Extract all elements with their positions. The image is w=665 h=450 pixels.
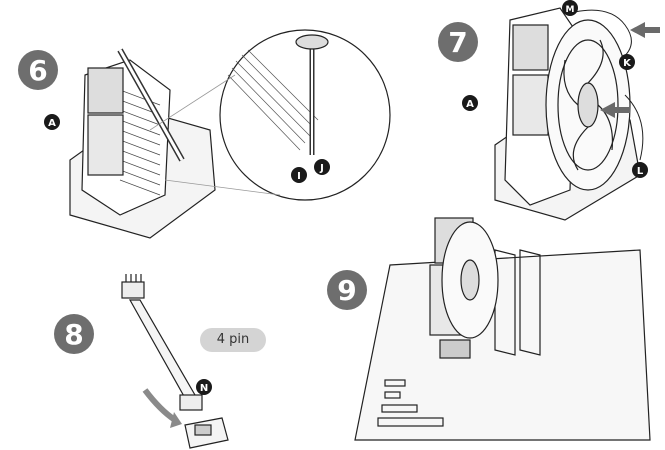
step-7-arrows [600,22,660,118]
svg-text:9: 9 [337,274,356,307]
step-9-illustration [354,217,651,441]
svg-text:7: 7 [448,26,467,59]
step-7-badge: 7 [438,22,478,62]
connect-arrow [142,388,177,423]
marker-i: I [291,167,307,183]
marker-n: N [196,379,212,395]
svg-text:N: N [200,383,208,394]
connector-label: 4 pin [200,328,266,352]
svg-text:K: K [623,58,632,69]
svg-text:8: 8 [64,318,83,351]
marker-j: J [314,159,330,175]
marker-a-step6: A [44,114,60,130]
marker-a-step7: A [462,95,478,111]
svg-text:A: A [48,118,56,129]
svg-text:A: A [466,99,474,110]
step-9-badge: 9 [327,270,367,310]
step-7-illustration [494,7,644,221]
svg-text:J: J [319,163,324,174]
step-6-badge: 6 [18,50,58,90]
marker-k: K [619,54,635,70]
svg-text:I: I [297,171,301,182]
step-6-illustration [69,29,391,239]
connect-arrowhead [170,412,182,428]
step-8-badge: 8 [54,314,94,354]
step-8-illustration [121,274,229,449]
svg-text:6: 6 [28,54,47,87]
marker-m: M [562,0,578,16]
svg-text:L: L [637,166,644,177]
marker-l: L [632,162,648,178]
svg-text:M: M [566,5,575,15]
